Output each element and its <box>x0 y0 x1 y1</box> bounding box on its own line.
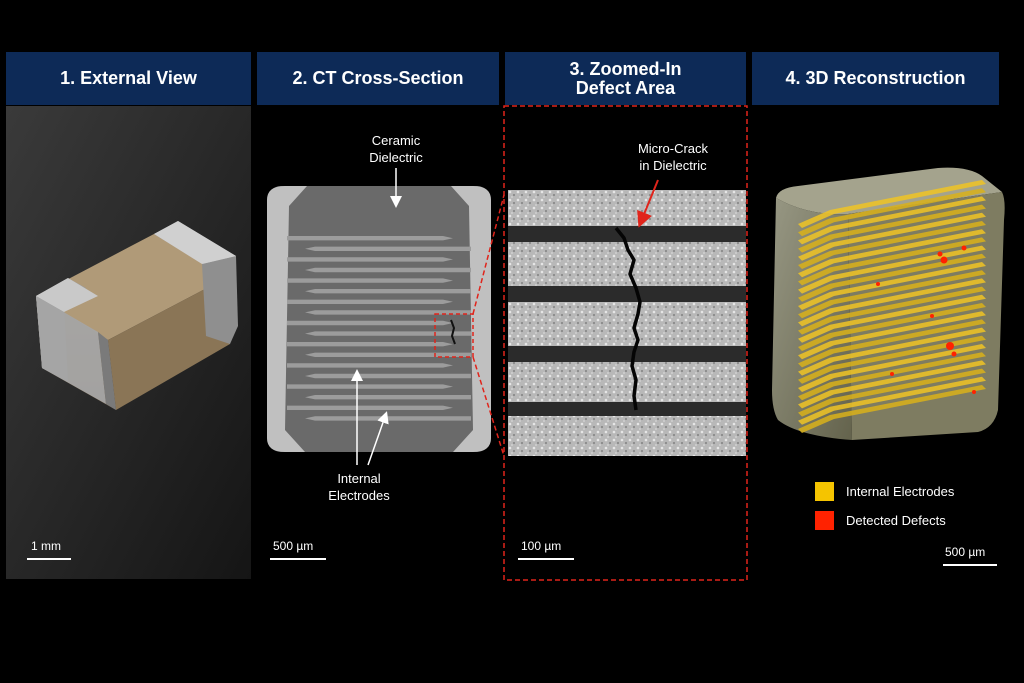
ct-cross-section-image <box>265 180 493 455</box>
panel-3-title: 3. Zoomed-In Defect Area <box>505 52 746 105</box>
recon-electrode-layer <box>798 352 986 401</box>
recon-electrode-layer <box>798 245 986 294</box>
ct-electrode-layer <box>305 331 471 336</box>
recon-electrode-layer <box>798 196 986 245</box>
recon-electrode-layer <box>798 221 986 269</box>
recon-electrode-layer <box>798 311 986 360</box>
recon-electrode-layer <box>798 278 986 327</box>
recon-electrode-layer <box>798 270 986 319</box>
zoomed-defect-image <box>508 190 746 456</box>
ct-electrode-layer <box>305 267 471 273</box>
ct-electrode-layer <box>287 236 453 241</box>
ct-electrode-layer <box>287 384 453 389</box>
recon-electrode-layer <box>798 212 986 261</box>
recon-electrode-layer <box>798 294 986 343</box>
ct-electrode-layer <box>305 289 471 294</box>
external-view-image <box>6 106 251 579</box>
legend-swatch-defects <box>815 511 834 530</box>
recon-electrode-layer <box>798 344 986 392</box>
recon-electrode-layer <box>798 229 986 278</box>
recon-electrode-layer <box>798 204 986 253</box>
recon-electrode-layer <box>798 188 986 237</box>
3d-reconstruction-image <box>768 160 1008 450</box>
panel-4-title: 4. 3D Reconstruction <box>752 52 999 105</box>
recon-electrode-layer <box>798 253 986 302</box>
recon-electrode-layer <box>798 327 986 376</box>
panel-2-title: 2. CT Cross-Section <box>257 52 499 105</box>
ceramic-dielectric-label: Ceramic Dielectric <box>369 133 423 165</box>
recon-electrode-layer <box>798 180 986 228</box>
ct-electrode-layer <box>305 395 471 400</box>
ct-electrode-layer <box>305 352 471 357</box>
recon-electrode-layer <box>798 385 986 433</box>
recon-electrode-layer <box>798 368 986 417</box>
ct-electrode-layer <box>287 342 453 347</box>
ct-electrode-layer <box>305 246 471 251</box>
ct-electrode-layer <box>305 416 471 421</box>
internal-electrodes-label: Internal Electrodes <box>328 471 390 503</box>
recon-electrode-layer <box>798 319 986 368</box>
legend-swatch-electrodes <box>815 482 834 501</box>
ct-electrode-layer <box>287 363 453 368</box>
ct-electrode-layer <box>287 299 453 304</box>
recon-electrode-layer <box>798 237 986 286</box>
ct-electrode-layer <box>305 310 471 315</box>
legend-defects: Detected Defects <box>815 511 946 530</box>
recon-electrode-layer <box>798 376 986 425</box>
ct-electrode-layer <box>305 373 471 379</box>
micro-crack-label: Micro-Crack in Dielectric <box>637 141 709 173</box>
legend-electrodes: Internal Electrodes <box>815 482 954 501</box>
recon-electrode-layer <box>798 262 986 310</box>
ct-electrode-layer <box>287 257 453 262</box>
recon-electrode-layer <box>798 286 986 335</box>
recon-electrode-layer <box>798 303 986 351</box>
ct-electrode-layer <box>287 405 453 410</box>
ct-electrode-layer <box>287 278 453 283</box>
panel-1-title: 1. External View <box>6 52 251 105</box>
recon-electrode-layer <box>798 360 986 409</box>
ct-electrode-layer <box>287 320 453 326</box>
recon-electrode-layer <box>798 335 986 384</box>
